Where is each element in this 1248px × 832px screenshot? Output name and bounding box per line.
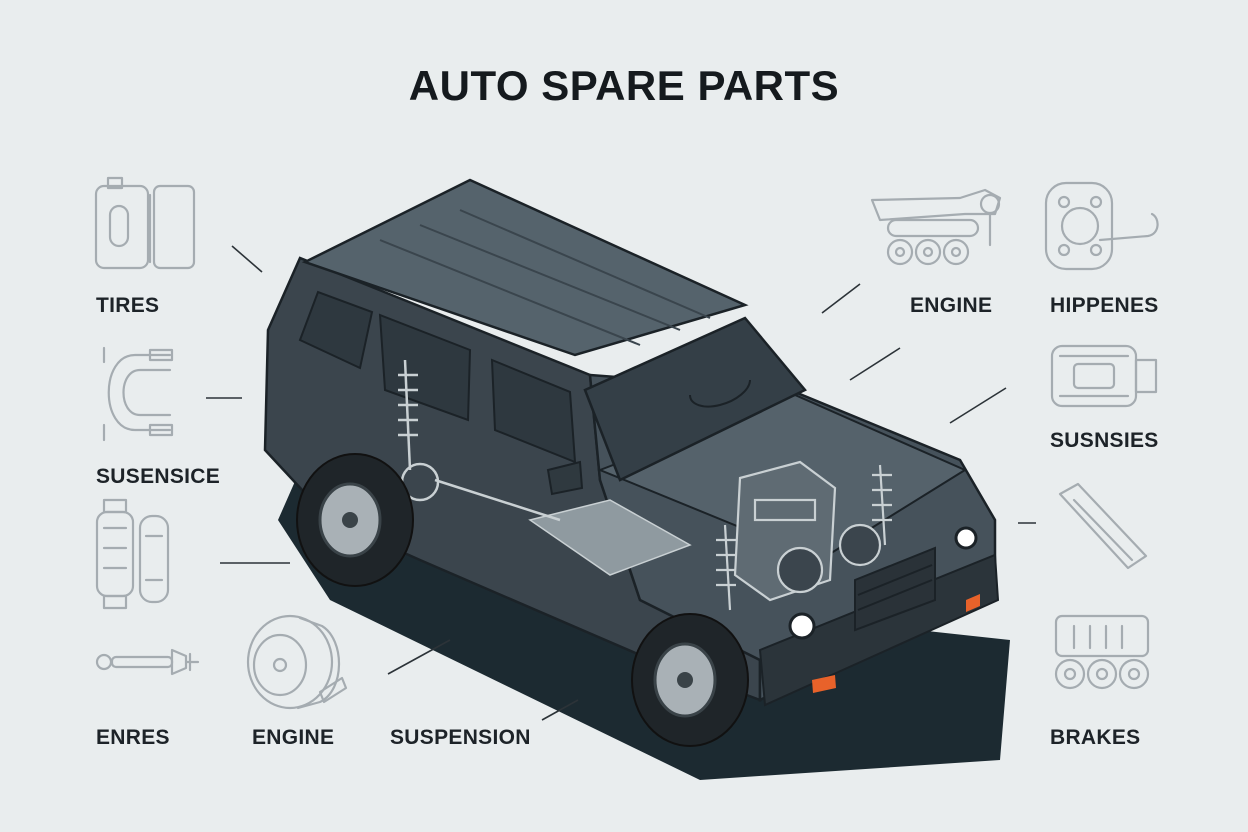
- label-tires: TIRES: [96, 294, 160, 317]
- label-susensice: SUSENSICE: [96, 465, 221, 488]
- canister-icon: [94, 176, 196, 270]
- rear-suspension-strut: [398, 359, 561, 522]
- steering-column-icon: [870, 188, 1002, 266]
- engine-block: [733, 460, 882, 602]
- leader-line-engine-2: [849, 347, 901, 381]
- strut-bar-icon: [1058, 482, 1148, 570]
- label-enres: ENRES: [96, 726, 170, 749]
- side-mirror: [546, 460, 584, 496]
- brake-disc-icon: [1044, 181, 1159, 271]
- indicator-light-right: [966, 594, 980, 612]
- headlight-left: [788, 612, 816, 640]
- rear-wheel: [296, 453, 414, 587]
- steering-wheel: [688, 379, 751, 408]
- shock-absorber-icon: [95, 498, 170, 610]
- rear-door-window: [378, 313, 472, 422]
- engine-block-icon: [1054, 614, 1150, 690]
- leader-line-suspension-2: [541, 699, 579, 721]
- label-susnsies: SUSNSIES: [1050, 429, 1159, 452]
- front-suspension-strut: [716, 464, 892, 611]
- rear-window: [298, 290, 374, 370]
- label-brakes: BRAKES: [1050, 726, 1141, 749]
- page-title: AUTO SPARE PARTS: [408, 62, 840, 109]
- suv-illustration: [263, 178, 1000, 747]
- label-hippenes: HIPPENES: [1050, 294, 1159, 317]
- tie-rod-icon: [95, 648, 200, 676]
- label-suspension: SUSPENSION: [390, 726, 531, 749]
- floor-panel: [528, 499, 692, 576]
- leader-line-suspension: [387, 639, 451, 675]
- headlight-right: [954, 526, 978, 550]
- front-grille: [854, 546, 936, 632]
- front-wheel: [631, 613, 749, 747]
- leader-lines: [206, 245, 1036, 721]
- label-engine-top: ENGINE: [910, 294, 993, 317]
- u-pipe-icon: [102, 346, 174, 442]
- leader-line-tires: [231, 245, 263, 273]
- leader-line-engine-top: [821, 283, 861, 314]
- windshield: [583, 316, 807, 482]
- leader-line-susnsies: [949, 387, 1007, 424]
- muffler-icon: [1050, 344, 1158, 408]
- indicator-light-left: [812, 675, 836, 693]
- front-door-window: [490, 358, 577, 464]
- tire-icon: [246, 614, 348, 710]
- label-engine-bottom: ENGINE: [252, 726, 335, 749]
